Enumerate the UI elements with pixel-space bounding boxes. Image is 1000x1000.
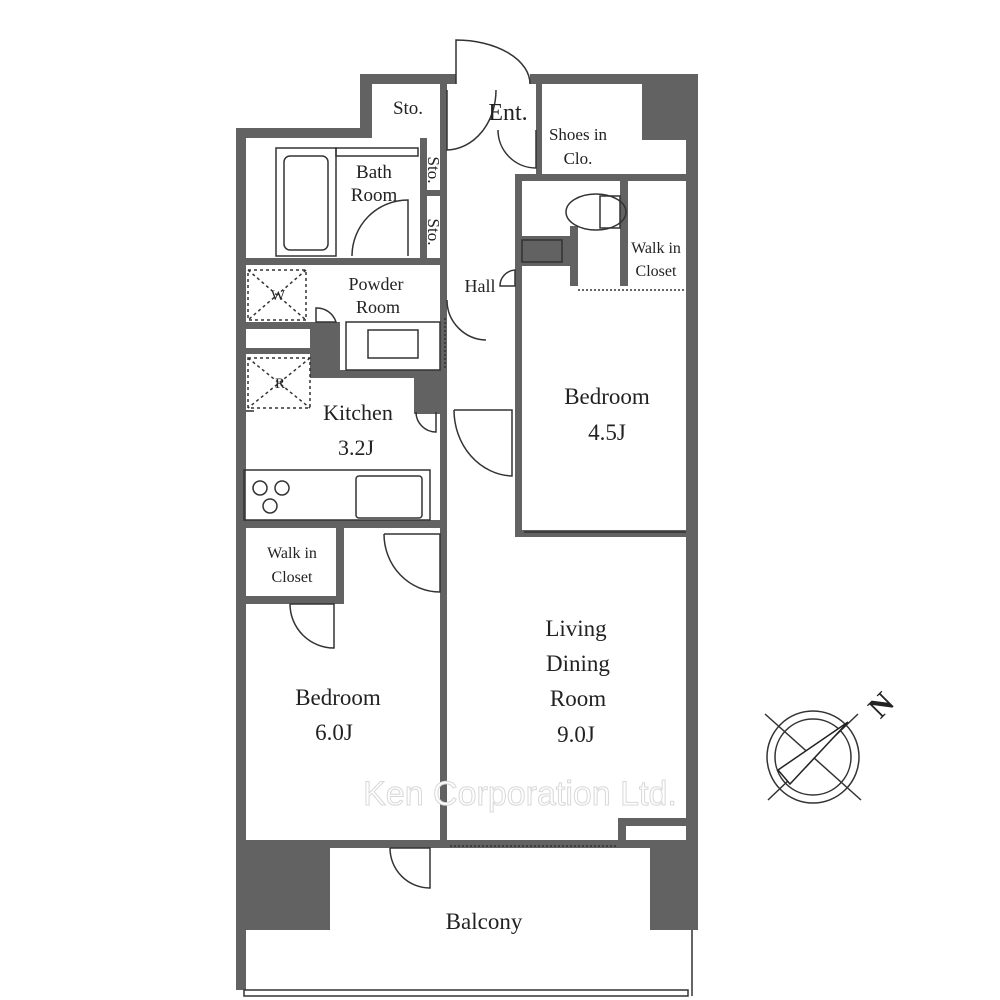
label-hall: Hall [465,276,496,296]
label-bath-2: Room [351,185,398,206]
label-wic-ne-1: Walk in [631,240,681,257]
label-balcony: Balcony [446,909,523,934]
label-shoes-closet-2: Clo. [564,149,593,168]
room-labels: Sto. Ent. Shoes in Clo. Bath Room Sto. S… [267,98,681,934]
label-bedroom-west-2: 6.0J [315,720,353,745]
label-fridge: R [275,376,285,392]
compass-icon: N [764,686,901,804]
label-washer: W [271,288,286,304]
bath-door-icon [351,199,409,257]
label-wic-w-2: Closet [272,569,313,586]
label-powder-2: Room [356,297,400,317]
label-ldr-4: 9.0J [557,722,595,747]
label-powder-1: Powder [349,274,404,294]
label-entrance: Ent. [488,100,527,126]
label-ldr-3: Room [550,686,606,711]
label-kitchen-1: Kitchen [323,400,393,425]
compass-north-label: N [862,686,901,725]
label-storage-top: Sto. [393,98,423,119]
label-ldr-2: Dining [546,651,610,676]
label-bedroom-west-1: Bedroom [295,685,381,710]
label-storage-1: Sto. [424,157,443,184]
label-bath-1: Bath [356,162,392,183]
label-bedroom-east-1: Bedroom [564,384,650,409]
watermark: Ken Corporation Ltd. [363,775,677,813]
label-ldr-1: Living [545,616,607,641]
label-bedroom-east-2: 4.5J [588,420,626,445]
walls [236,74,698,990]
label-storage-2: Sto. [424,219,443,246]
label-wic-w-1: Walk in [267,545,317,562]
entrance-door-icon [455,39,531,85]
label-wic-ne-2: Closet [636,263,677,280]
fixtures [243,39,693,997]
label-shoes-closet-1: Shoes in [549,125,608,144]
label-kitchen-2: 3.2J [338,435,375,460]
toilet-icon [565,193,627,231]
